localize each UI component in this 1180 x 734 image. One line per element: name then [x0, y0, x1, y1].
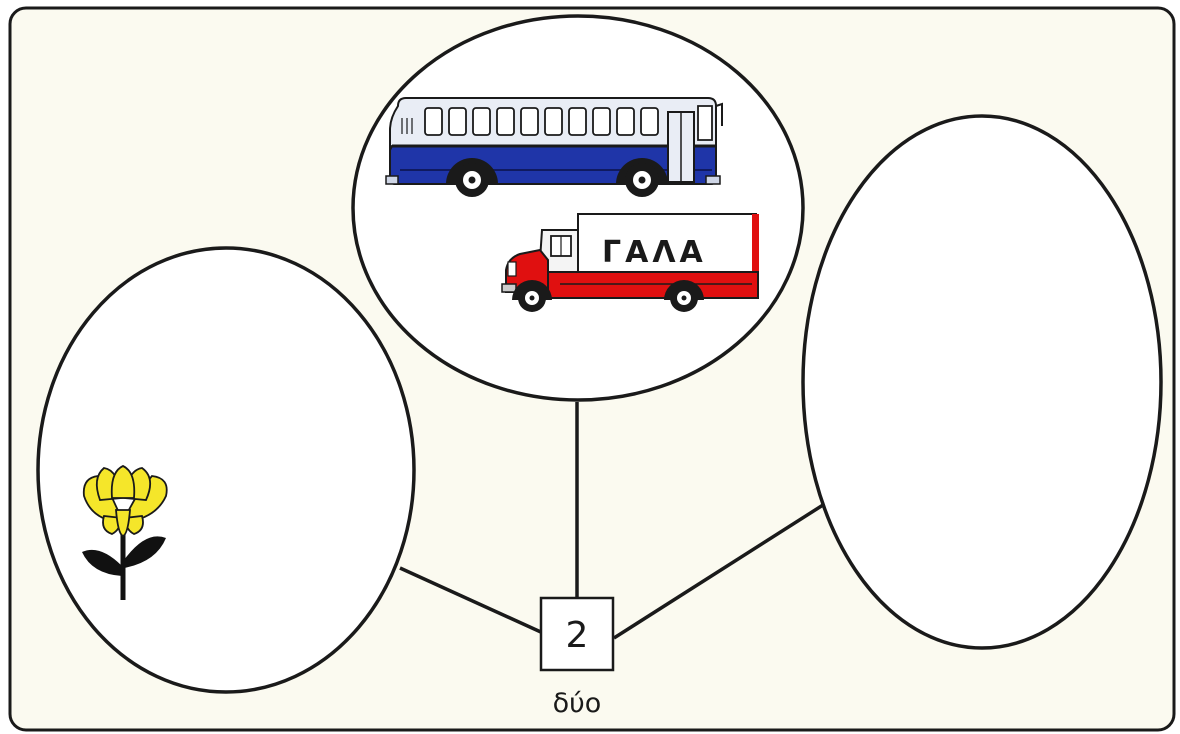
connector-left [399, 566, 544, 635]
number-label: 2 [566, 615, 589, 656]
flower-icon [82, 465, 168, 600]
oval-right [801, 114, 1163, 650]
bus-icon [385, 97, 723, 197]
number-word-label: δύο [553, 688, 602, 719]
connector-lines [399, 402, 824, 640]
milk-truck-icon: ΓΑΛΑ [501, 213, 759, 312]
oval-top [351, 14, 805, 402]
number-box: 2 [539, 596, 615, 672]
truck-sign-text: ΓΑΛΑ [602, 235, 707, 270]
oval-left [36, 246, 416, 694]
connector-right [613, 503, 824, 640]
